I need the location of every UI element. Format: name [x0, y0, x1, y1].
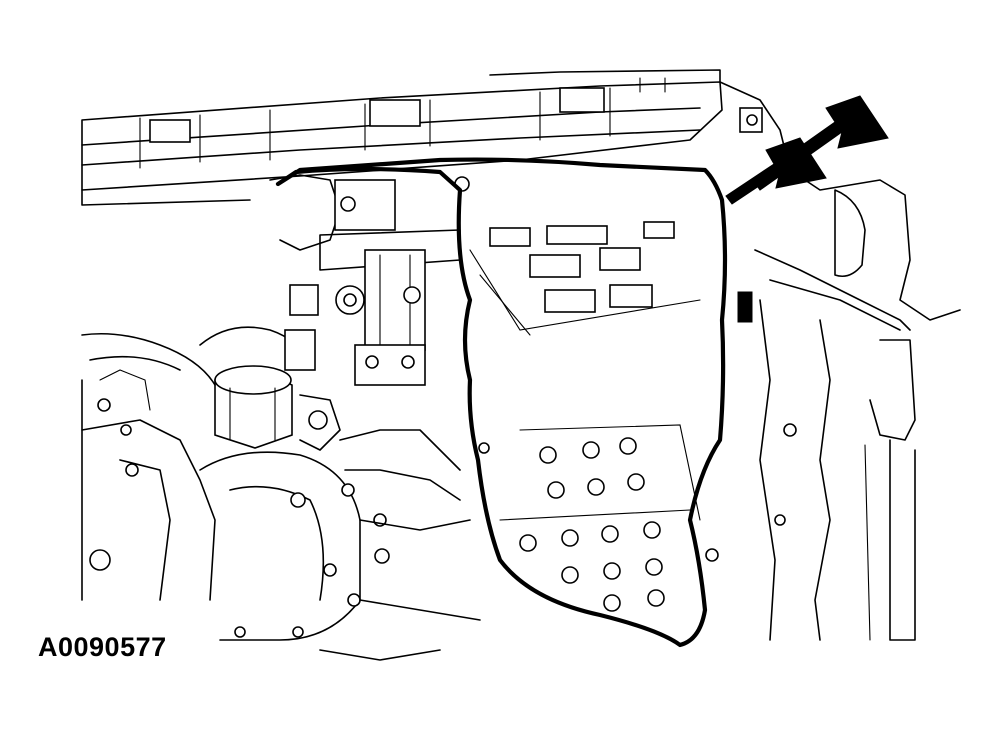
callout-arrow-icon — [725, 137, 827, 205]
callout-arrows — [725, 95, 889, 205]
figure-reference-code: A0090577 — [38, 632, 167, 662]
splash-shield — [275, 157, 728, 648]
right-fender-area — [719, 81, 961, 641]
engine-components-left — [81, 174, 481, 661]
radiator-support-crossmember — [81, 69, 723, 206]
